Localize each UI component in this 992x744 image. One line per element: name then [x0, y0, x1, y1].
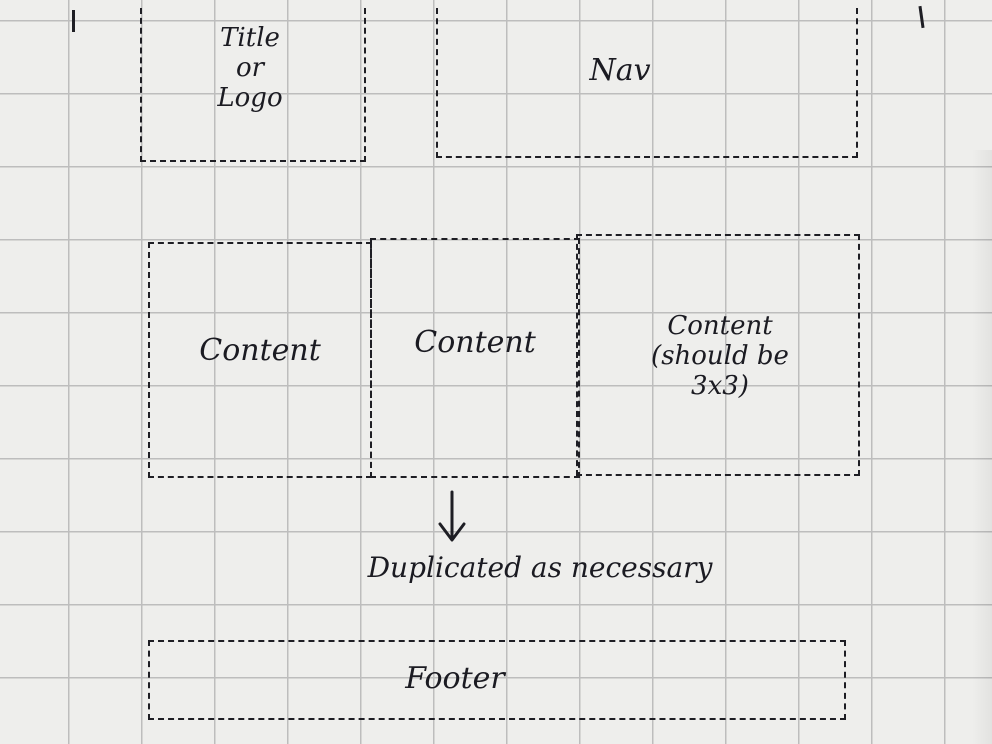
content-box-2	[370, 238, 580, 478]
nav-label: Nav	[589, 53, 651, 88]
margin-tick	[72, 10, 75, 32]
paper-edge-shadow	[972, 150, 992, 744]
title-logo-label: Title or Logo	[217, 23, 283, 113]
content-label-3: Content (should be 3x3)	[651, 311, 789, 401]
title-logo-box	[140, 8, 366, 162]
content-label-2: Content	[414, 325, 536, 360]
duplicated-annotation: Duplicated as necessary	[367, 551, 713, 584]
arrow-down-icon	[438, 490, 466, 542]
nav-box	[436, 8, 858, 158]
footer-label: Footer	[405, 661, 505, 696]
content-label-1: Content	[199, 333, 321, 368]
footer-box	[148, 640, 846, 720]
content-box-3	[576, 234, 860, 476]
